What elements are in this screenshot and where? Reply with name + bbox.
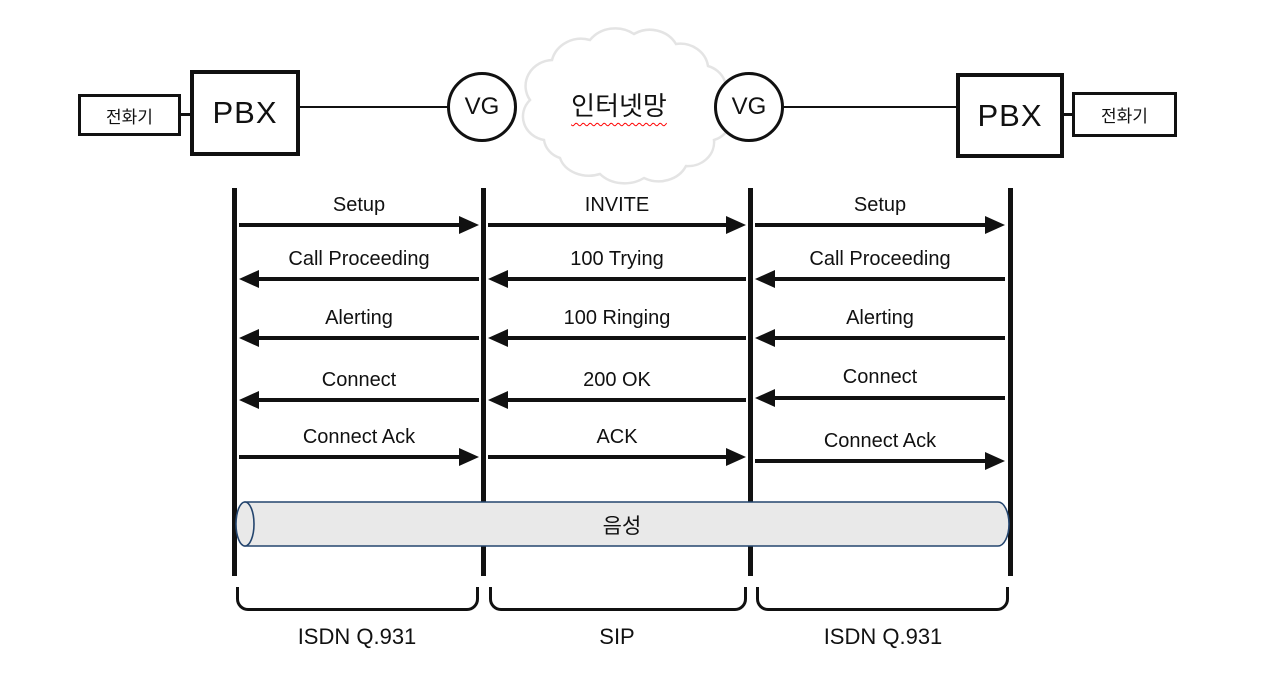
connector-phone-pbx-left <box>179 113 192 116</box>
arrowhead-icon <box>459 448 479 466</box>
message-label: Setup <box>332 194 386 216</box>
arrowhead-icon <box>459 216 479 234</box>
voice-pipe-label: 음성 <box>602 515 642 538</box>
message-label: Alerting <box>846 307 914 329</box>
arrowhead-icon <box>488 329 508 347</box>
phone-box-right: 전화기 <box>1072 92 1177 137</box>
lifeline-pbx-right <box>1008 188 1013 576</box>
message-label: Connect Ack <box>823 430 937 452</box>
lifeline-vg-left <box>481 188 486 576</box>
arrowhead-icon <box>755 389 775 407</box>
message-label: 100 Ringing <box>563 307 671 329</box>
arrowhead-icon <box>985 216 1005 234</box>
pbx-left-label: PBX <box>212 95 278 130</box>
lifeline-pbx-left <box>232 188 237 576</box>
protocol-bracket-middle <box>489 587 747 611</box>
pbx-right-label: PBX <box>977 97 1043 133</box>
protocol-bracket-right <box>756 587 1009 611</box>
protocol-label-left: ISDN Q.931 <box>297 624 417 649</box>
message-label: Connect Ack <box>302 426 416 448</box>
message-arrow-left <box>488 329 746 347</box>
message-arrow-right <box>239 216 479 234</box>
arrowhead-icon <box>239 329 259 347</box>
pbx-box-right: PBX <box>956 73 1064 158</box>
message-arrow-left <box>488 270 746 288</box>
voice-gateway-right: VG <box>714 72 784 142</box>
arrowhead-icon <box>488 391 508 409</box>
protocol-label-middle: SIP <box>599 624 635 649</box>
message-label: INVITE <box>584 194 650 216</box>
message-label: Setup <box>853 194 907 216</box>
phone-box-left: 전화기 <box>78 94 181 136</box>
phone-right-label: 전화기 <box>1101 107 1148 126</box>
message-label: 100 Trying <box>570 248 664 270</box>
internet-cloud-label: 인터넷망 <box>571 91 667 121</box>
arrowhead-icon <box>488 270 508 288</box>
connector-pbx-phone-right <box>1063 113 1074 116</box>
message-arrow-right <box>239 448 479 466</box>
message-label: Call Proceeding <box>288 248 430 270</box>
message-arrow-right <box>488 216 746 234</box>
arrowhead-icon <box>755 329 775 347</box>
message-label: Alerting <box>325 307 393 329</box>
message-arrow-left <box>239 329 479 347</box>
voice-pipe-icon <box>235 501 1010 547</box>
message-arrow-right <box>755 452 1005 470</box>
pbx-box-left: PBX <box>190 70 300 156</box>
vg-right-label: VG <box>731 93 767 120</box>
message-arrow-left <box>755 389 1005 407</box>
message-label: Connect <box>842 366 918 388</box>
message-arrow-left <box>488 391 746 409</box>
voice-gateway-left: VG <box>447 72 517 142</box>
arrowhead-icon <box>726 216 746 234</box>
message-arrow-left <box>239 391 479 409</box>
protocol-label-right: ISDN Q.931 <box>823 624 943 649</box>
message-arrow-left <box>755 270 1005 288</box>
connector-vg-pbx-right <box>783 106 956 108</box>
message-arrow-left <box>239 270 479 288</box>
message-label: Connect <box>321 369 397 391</box>
connector-pbx-vg-left <box>300 106 450 108</box>
vg-left-label: VG <box>464 93 500 120</box>
protocol-bracket-left <box>236 587 479 611</box>
phone-left-label: 전화기 <box>106 107 153 127</box>
arrowhead-icon <box>985 452 1005 470</box>
message-label: Call Proceeding <box>809 248 951 270</box>
message-arrow-right <box>488 448 746 466</box>
arrowhead-icon <box>726 448 746 466</box>
arrowhead-icon <box>755 270 775 288</box>
arrowhead-icon <box>239 270 259 288</box>
message-label: 200 OK <box>583 369 651 391</box>
internet-cloud-icon <box>521 27 732 185</box>
arrowhead-icon <box>239 391 259 409</box>
lifeline-vg-right <box>748 188 753 576</box>
message-arrow-right <box>755 216 1005 234</box>
message-label: ACK <box>596 426 638 448</box>
message-arrow-left <box>755 329 1005 347</box>
